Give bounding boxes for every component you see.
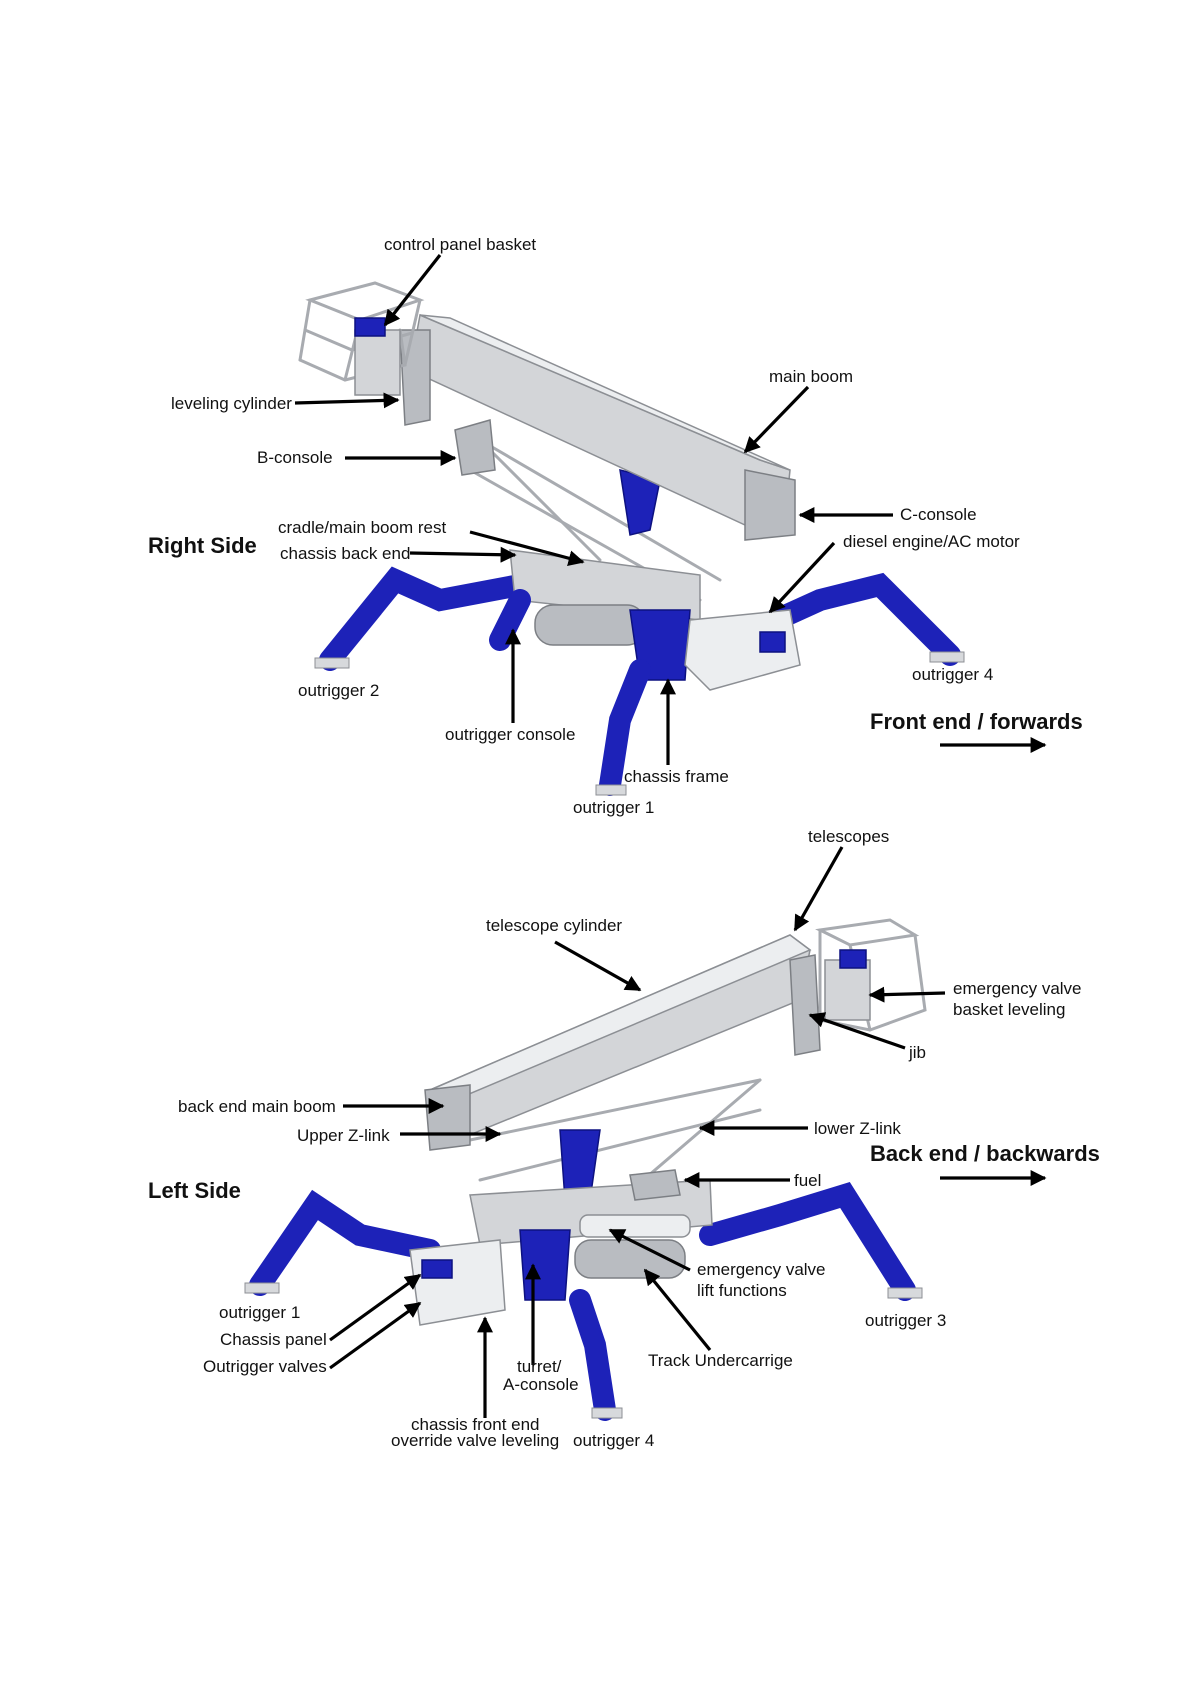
left-side-machine-illustration [244,918,927,1421]
c-console-shape [744,469,796,541]
turret-shape [519,1229,571,1301]
outrigger-4-foot-left [591,1407,623,1419]
heading-right-side: Right Side [148,533,257,558]
label-outrigger-3: outrigger 3 [865,1311,946,1330]
label-emergency-valve-lift-1: emergency valve [697,1260,826,1279]
outrigger-4-leg-left [569,1289,616,1421]
arrow-diesel-engine [768,541,836,614]
outrigger-3-leg [699,1182,916,1301]
chassis-panel-shape [421,1259,453,1279]
outrigger-1-foot-left [244,1282,280,1294]
heading-back-end: Back end / backwards [870,1141,1100,1166]
outrigger-2-leg [319,566,531,671]
label-upper-z-link: Upper Z-link [297,1126,390,1145]
engine-blue-panel [759,631,786,653]
label-cradle: cradle/main boom rest [278,518,446,537]
label-main-boom: main boom [769,367,853,386]
jib-left-shape [789,954,821,1056]
arrow-outrigger-valves [329,1301,422,1370]
label-outrigger-console: outrigger console [445,725,575,744]
leader-arrows [294,254,1047,1418]
heading-front-end: Front end / forwards [870,709,1083,734]
label-outrigger-4-left: outrigger 4 [573,1431,654,1450]
label-control-panel-basket: control panel basket [384,235,536,254]
basket-shape [298,281,425,396]
track-shape [534,604,646,646]
basket-left-shape [815,918,927,1032]
labels-right-side: Right Side Front end / forwards control … [148,235,1083,817]
back-end-main-boom-shape [424,1084,471,1151]
arrow-track-undercarriage [643,1268,712,1352]
right-side-machine-illustration [298,281,965,796]
outrigger-console-shape [489,589,531,651]
arrow-cradle [469,530,585,567]
label-outrigger-1: outrigger 1 [573,798,654,817]
main-boom-shape [409,313,791,526]
chassis-front-end-shape [409,1239,506,1326]
outrigger-2-foot [314,657,350,669]
label-fuel: fuel [794,1171,821,1190]
label-chassis-frame: chassis frame [624,767,729,786]
label-b-console: B-console [257,448,333,467]
label-outrigger-4: outrigger 4 [912,665,993,684]
label-chassis-front-end: chassis front end [411,1415,540,1434]
label-emergency-valve-basket-2: basket leveling [953,1000,1065,1019]
label-outrigger-valves: Outrigger valves [203,1357,327,1376]
label-override-valve: override valve leveling [391,1431,559,1450]
label-track-undercarriage: Track Undercarrige [648,1351,793,1370]
outrigger-1-leg-left [249,1189,441,1296]
arrow-main-boom [743,385,810,454]
labels-left-side: Left Side Back end / backwards telescope… [148,827,1100,1450]
arrow-telescope-cylinder [554,940,642,992]
label-lower-z-link: lower Z-link [814,1119,901,1138]
label-telescopes: telescopes [808,827,889,846]
outrigger-1-foot [595,784,627,796]
arrow-telescopes [793,846,844,932]
label-outrigger-1-left: outrigger 1 [219,1303,300,1322]
label-telescope-cylinder: telescope cylinder [486,916,622,935]
label-chassis-panel: Chassis panel [220,1330,327,1349]
label-c-console: C-console [900,505,977,524]
heading-left-side: Left Side [148,1178,241,1203]
label-leveling-cylinder: leveling cylinder [171,394,292,413]
label-turret-1: turret/ [517,1357,562,1376]
arrow-emergency-valve-basket [868,986,946,1003]
outrigger-1-leg [599,659,651,796]
control-panel-basket-shape [354,317,386,337]
fuel-tank-shape [629,1169,681,1201]
label-emergency-valve-lift-2: lift functions [697,1281,787,1300]
arrow-control-panel-basket [383,254,442,327]
arrow-chassis-panel [329,1273,422,1342]
label-diesel-engine: diesel engine/AC motor [843,532,1020,551]
label-outrigger-2: outrigger 2 [298,681,379,700]
arrow-leveling-cylinder [294,392,400,409]
outrigger-3-foot [887,1287,923,1299]
label-jib: jib [908,1043,926,1062]
label-emergency-valve-basket-1: emergency valve [953,979,1082,998]
arrow-jib [808,1012,906,1050]
jib-shape [399,329,431,426]
label-back-end-main-boom: back end main boom [178,1097,336,1116]
label-chassis-back-end: chassis back end [280,544,410,563]
outrigger-4-foot [929,651,965,663]
outrigger-4-leg [754,572,961,666]
label-turret-2: A-console [503,1375,579,1394]
b-console-shape [454,419,496,476]
emergency-valve-lift-shape [579,1214,691,1238]
arrow-chassis-back-end [409,546,517,563]
arrow-emergency-valve-lift [608,1228,691,1272]
